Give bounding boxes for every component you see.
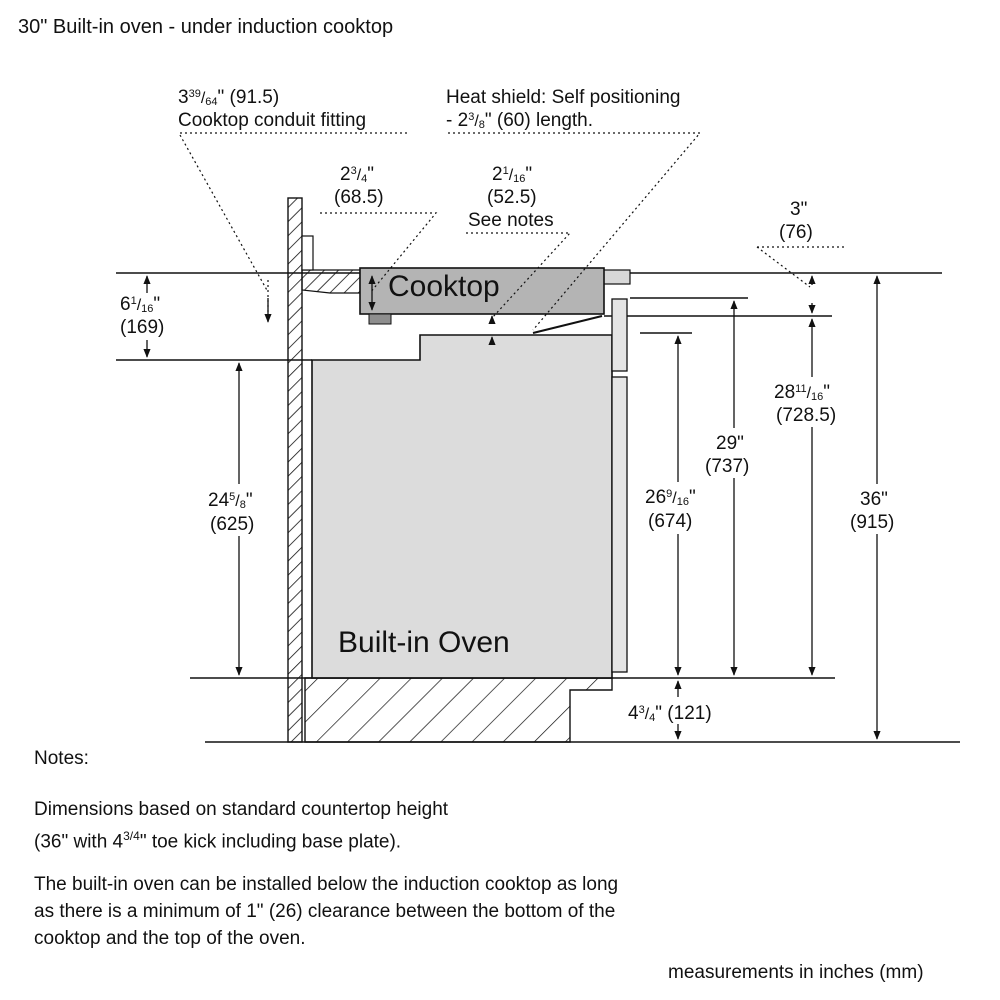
dim-52-note: See notes — [468, 210, 554, 231]
dim-625-bg — [198, 484, 276, 536]
leader-68 — [320, 212, 438, 294]
dimension-arrows — [143, 275, 881, 740]
notes-p1-line2: (36" with 43/4" toe kick including base … — [34, 823, 448, 855]
notes-p2-line3: cooktop and the top of the oven. — [34, 928, 306, 949]
dim-conduit-value: 339/64" (91.5) — [178, 87, 279, 108]
dim-625-mm: (625) — [210, 514, 254, 535]
dimension-texts: 339/64" (91.5) Cooktop conduit fitting H… — [120, 87, 912, 724]
notes-heading: Notes: — [34, 748, 89, 769]
dim-68-inch: 23/4" — [340, 164, 374, 185]
leader-conduit — [179, 134, 269, 293]
cooktop-body — [359, 267, 605, 315]
dim-52-mm: (52.5) — [487, 187, 537, 208]
notes-p1-line2-post: " toe kick including base plate). — [139, 831, 402, 853]
page-title: 30" Built-in oven - under induction cook… — [18, 16, 394, 38]
conduit-fitting — [368, 313, 392, 325]
notes-p1-line1: Dimensions based on standard countertop … — [34, 799, 449, 820]
leader-52 — [466, 232, 572, 319]
wall-bracket — [301, 235, 314, 271]
notes-p2-line1: The built-in oven can be installed below… — [34, 874, 619, 895]
dim-728-mm: (728.5) — [776, 405, 836, 426]
notes-paragraph-1: Dimensions based on standard countertop … — [34, 796, 448, 855]
dim-52-inch: 21/16" — [492, 164, 532, 185]
counter-front-edge — [601, 269, 631, 285]
dim-728-inch: 2811/16" — [774, 382, 830, 403]
dim-76-inch: 3" — [790, 199, 807, 220]
dim-674-bg — [640, 482, 716, 534]
oven-door-upper — [611, 298, 628, 372]
leader-76-slant — [756, 246, 811, 288]
footer-measurements: measurements in inches (mm) — [668, 962, 924, 983]
countertop — [301, 269, 361, 294]
wall — [287, 197, 303, 743]
heat-shield — [532, 315, 603, 334]
dim-68-mm: (68.5) — [334, 187, 384, 208]
heat-shield-label: Heat shield: Self positioning — [446, 87, 680, 108]
oven-door-lower — [611, 376, 628, 673]
cooktop-label: Cooktop — [388, 270, 500, 303]
dim-915-mm: (915) — [850, 512, 894, 533]
notes-p1-line2-pre: (36" with 4 — [34, 831, 124, 853]
dim-625-inch: 245/8" — [208, 490, 253, 511]
dim-121: 43/4" (121) — [628, 703, 712, 724]
dim-169-inch: 61/16" — [120, 294, 160, 315]
dim-737-bg — [702, 428, 766, 478]
dim-915-inch: 36" — [860, 489, 888, 510]
notes-p1-frac: 3/4 — [123, 829, 140, 843]
dim-conduit-caption: Cooktop conduit fitting — [178, 110, 366, 131]
dim-737-inch: 29" — [716, 433, 744, 454]
dim-915-bg — [846, 484, 912, 534]
dim-737-mm: (737) — [705, 456, 749, 477]
dim-728-bg — [770, 377, 854, 427]
dim-674-inch: 269/16" — [645, 487, 696, 508]
dim-169-mm: (169) — [120, 317, 164, 338]
notes-p2-line2: as there is a minimum of 1" (26) clearan… — [34, 901, 616, 922]
heat-shield-length: - 23/8" (60) length. — [446, 110, 593, 131]
oven-label: Built-in Oven — [338, 626, 510, 659]
base-plinth — [304, 677, 613, 743]
dim-674-mm: (674) — [648, 511, 692, 532]
dim-76-mm: (76) — [779, 222, 813, 243]
notes-paragraph-2: The built-in oven can be installed below… — [34, 871, 618, 952]
leader-heat-shield — [448, 132, 702, 331]
